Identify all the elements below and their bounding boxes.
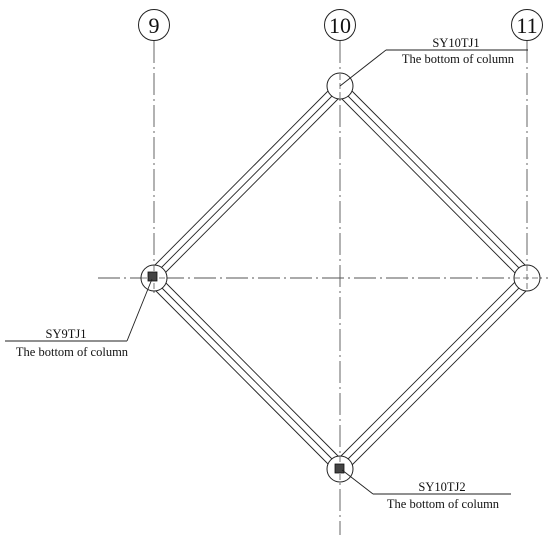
- axis-label-9: 9: [149, 13, 160, 38]
- member-top-left: [148, 85, 344, 280]
- column-marker-sy10tj2: [334, 463, 345, 474]
- axis-bubble-11: 11: [511, 9, 543, 41]
- annotation-desc-sy9tj1: The bottom of column: [16, 345, 129, 359]
- annotation-sy10tj2: SY10TJ2 The bottom of column: [341, 469, 511, 511]
- annotation-code-sy10tj2: SY10TJ2: [418, 480, 465, 494]
- annotation-code-sy10tj1: SY10TJ1: [432, 36, 479, 50]
- annotation-desc-sy10tj2: The bottom of column: [387, 497, 500, 511]
- axis-label-10: 10: [329, 13, 351, 38]
- annotation-sy10tj1: SY10TJ1 The bottom of column: [339, 36, 528, 87]
- column-marker-sy9tj1: [147, 271, 158, 282]
- axis-label-11: 11: [516, 13, 537, 38]
- annotation-code-sy9tj1: SY9TJ1: [46, 327, 87, 341]
- axis-bubble-9: 9: [138, 9, 170, 41]
- annotation-sy9tj1: SY9TJ1 The bottom of column: [5, 278, 153, 359]
- member-top-right: [336, 84, 532, 281]
- member-bottom-left: [149, 276, 346, 472]
- member-bottom-right: [334, 275, 532, 473]
- annotation-desc-sy10tj1: The bottom of column: [402, 52, 515, 66]
- axis-bubble-10: 10: [324, 9, 356, 41]
